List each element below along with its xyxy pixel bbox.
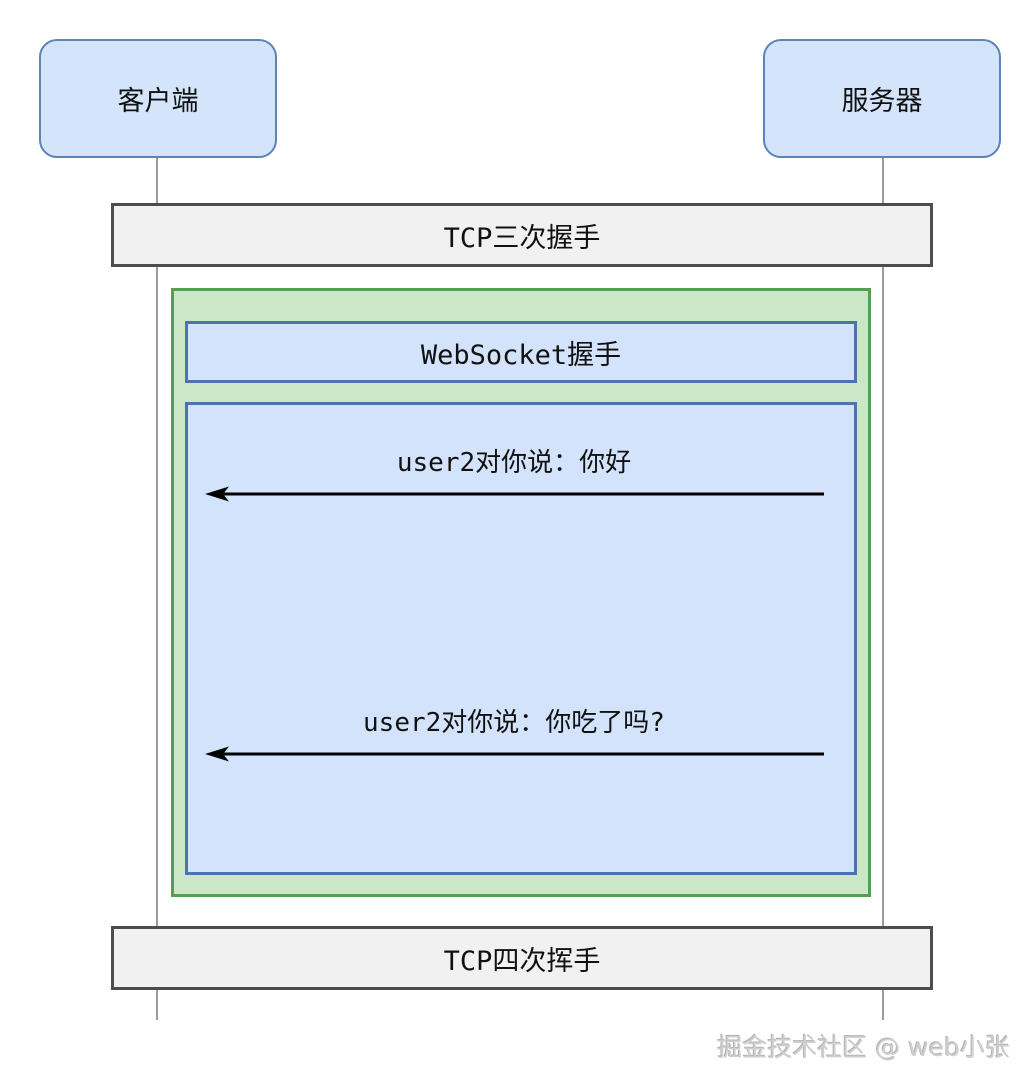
message-exchange-box (185, 402, 857, 875)
arrow-left-icon (205, 486, 824, 502)
actor-server-box: 服务器 (763, 39, 1001, 158)
lifeline-server (882, 158, 884, 1020)
actor-server-label: 服务器 (841, 86, 923, 117)
tcp-three-way-handshake-band: TCP三次握手 (111, 203, 933, 267)
websocket-handshake-label: WebSocket握手 (420, 339, 622, 371)
message-row: user2对你说：你吃了吗? (204, 706, 824, 763)
actor-client-box: 客户端 (39, 39, 277, 158)
lifeline-client (156, 158, 158, 1020)
websocket-handshake-band: WebSocket握手 (185, 321, 857, 383)
tcp-four-way-wave-band: TCP四次挥手 (111, 926, 933, 990)
message-text: user2对你说：你吃了吗? (363, 708, 665, 738)
arrow-left-icon (205, 746, 824, 762)
message-row: user2对你说：你好 (204, 446, 824, 503)
tcp-four-way-wave-label: TCP四次挥手 (443, 945, 601, 977)
actor-client-label: 客户端 (117, 86, 199, 117)
tcp-three-way-handshake-label: TCP三次握手 (443, 222, 601, 254)
message-text: user2对你说：你好 (396, 448, 632, 478)
watermark: 掘金技术社区 @ web小张 (717, 1033, 1010, 1062)
